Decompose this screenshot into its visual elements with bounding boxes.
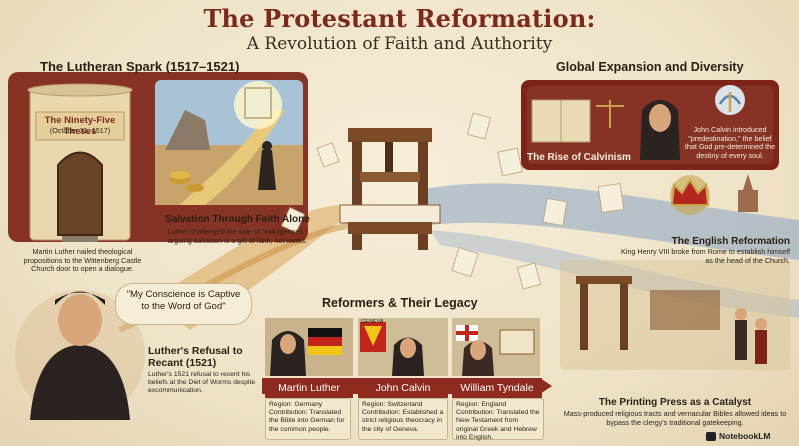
reformer-contribution: Contribution: Translated the Bible into … (269, 409, 345, 433)
theses-date: (October 31, 1517) (49, 126, 111, 135)
reformers-heading: Reformers & Their Legacy (322, 296, 478, 310)
reformer-name: William Tyndale (452, 378, 542, 398)
quote-bubble: "My Conscience is Captive to the Word of… (115, 283, 252, 325)
theses-title: The Ninety-Five Theses (44, 115, 116, 137)
geneva-label: GENEVA (361, 319, 384, 325)
reformer-card: Region: Germany Contribution: Translated… (265, 398, 351, 440)
reformer-name: Martin Luther (265, 378, 353, 398)
press-title: The Printing Press as a Catalyst (598, 397, 752, 408)
reformer-card: Region: Switzerland Contribution: Establ… (358, 398, 448, 440)
refusal-title: Luther's Refusal to Recant (1521) (148, 345, 243, 369)
calvin-text: John Calvin introduced "predestination,"… (684, 125, 776, 160)
reformer-region: Region: England (456, 401, 507, 408)
english-text: King Henry VIII broke from Rome to estab… (621, 247, 790, 265)
calvinism-title: The Rise of Calvinism (527, 152, 631, 163)
reformer-tyndale: William Tyndale (452, 378, 542, 398)
salvation-title: Salvation Through Faith Alone (165, 214, 310, 225)
page-subtitle: A Revolution of Faith and Authority (246, 34, 553, 54)
english-title: The English Reformation (671, 236, 790, 247)
salvation-text: Luther challenged the sale of "indulgenc… (167, 227, 308, 245)
reformer-contribution: Contribution: Established a strict relig… (362, 409, 444, 433)
global-heading: Global Expansion and Diversity (556, 60, 744, 74)
reformer-calvin: John Calvin (358, 378, 448, 398)
lutheran-heading: The Lutheran Spark (1517–1521) (40, 59, 240, 74)
reformer-luther: Martin Luther (265, 378, 353, 398)
page-title: The Protestant Reformation: (203, 4, 596, 33)
press-text: Mass-produced religious tracts and verna… (563, 409, 787, 427)
theses-caption: Martin Luther nailed theological proposi… (23, 247, 142, 274)
reformer-card: Region: England Contribution: Translated… (452, 398, 544, 441)
quote-text: "My Conscience is Captive to the Word of… (126, 289, 241, 312)
refusal-text: Luther's 1521 refusal to recent his beli… (148, 371, 256, 395)
reformer-region: Region: Switzerland (362, 401, 423, 408)
reformer-region: Region: Germany (269, 401, 323, 408)
reformer-name: John Calvin (358, 378, 448, 398)
notebooklm-logo: NotebookLM (719, 431, 771, 441)
reformer-contribution: Contribution: Translated the New Testame… (456, 409, 540, 441)
